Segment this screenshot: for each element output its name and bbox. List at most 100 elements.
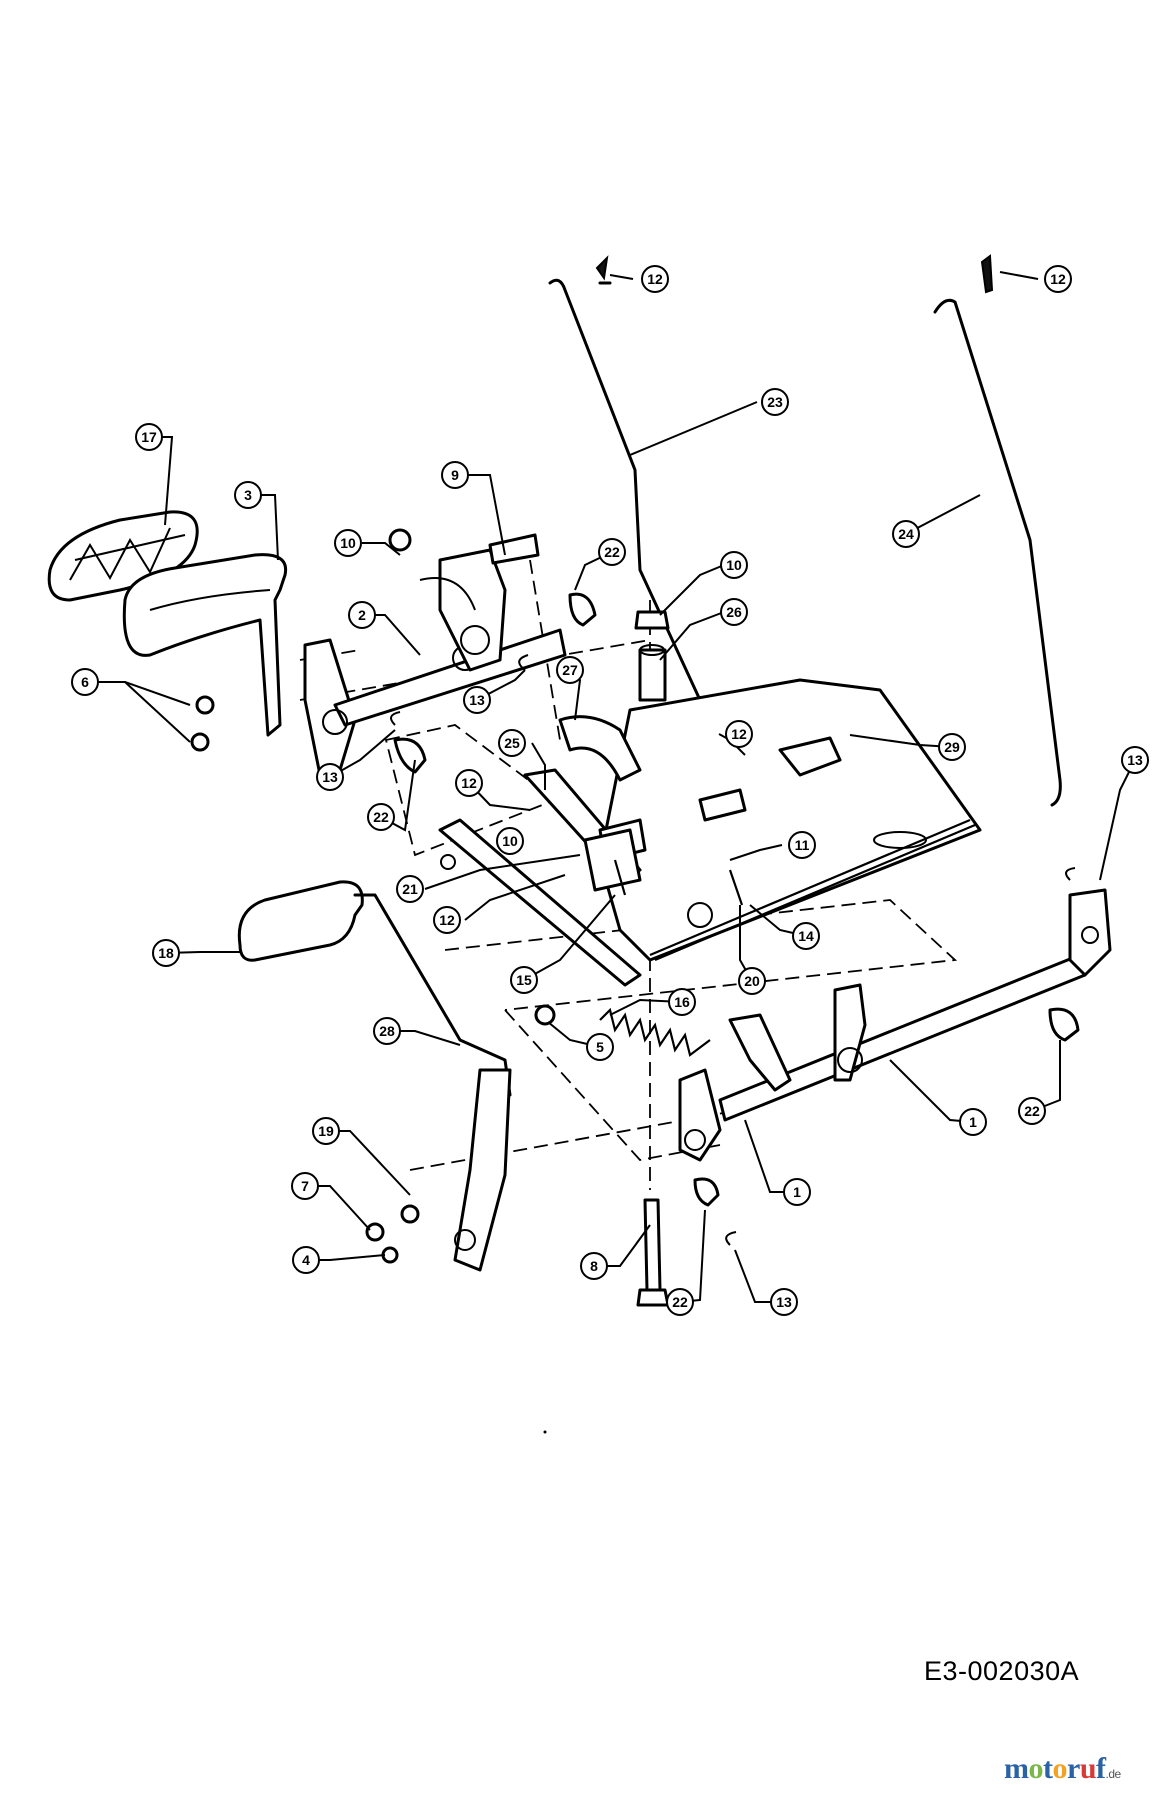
callout-8: 8 xyxy=(580,1252,608,1280)
svg-text:10: 10 xyxy=(502,833,518,849)
callout-13: 13 xyxy=(770,1288,798,1316)
callout-12: 12 xyxy=(725,720,753,748)
callout-9: 9 xyxy=(441,461,469,489)
svg-text:13: 13 xyxy=(322,769,338,785)
callout-16: 16 xyxy=(668,988,696,1016)
callout-22: 22 xyxy=(666,1288,694,1316)
svg-text:24: 24 xyxy=(898,526,914,542)
svg-text:29: 29 xyxy=(944,739,960,755)
svg-text:12: 12 xyxy=(731,726,747,742)
callout-10: 10 xyxy=(720,551,748,579)
logo-suffix: .de xyxy=(1105,1767,1122,1781)
part-8-pin xyxy=(636,1198,670,1307)
callout-21: 21 xyxy=(396,875,424,903)
part-21-15-linkage xyxy=(438,818,744,987)
logo-letter: r xyxy=(1067,1752,1080,1785)
callout-24: 24 xyxy=(892,520,920,548)
callout-17: 17 xyxy=(135,423,163,451)
callout-20: 20 xyxy=(738,967,766,995)
svg-text:4: 4 xyxy=(302,1252,310,1268)
svg-text:15: 15 xyxy=(516,972,532,988)
svg-text:7: 7 xyxy=(301,1178,309,1194)
svg-text:11: 11 xyxy=(795,837,810,853)
part-16-spring xyxy=(599,1007,711,1057)
callout-26: 26 xyxy=(720,598,748,626)
logo-letter: o xyxy=(1028,1752,1044,1785)
callout-14: 14 xyxy=(792,922,820,950)
stray-dot xyxy=(543,1430,547,1434)
callout-18: 18 xyxy=(152,939,180,967)
svg-text:13: 13 xyxy=(776,1294,792,1310)
part-2-shaft xyxy=(303,628,567,777)
callout-11: 11 xyxy=(788,831,816,859)
callout-25: 25 xyxy=(498,729,526,757)
svg-text:10: 10 xyxy=(726,557,742,573)
callout-1: 1 xyxy=(959,1108,987,1136)
callout-13: 13 xyxy=(1121,746,1149,774)
svg-text:12: 12 xyxy=(439,912,455,928)
part-29-mounting-plate xyxy=(598,678,982,962)
svg-text:12: 12 xyxy=(1050,271,1066,287)
callout-23: 23 xyxy=(761,388,789,416)
part-26-spacer xyxy=(634,610,670,702)
svg-text:3: 3 xyxy=(244,487,252,503)
svg-text:23: 23 xyxy=(767,394,783,410)
callout-10: 10 xyxy=(334,529,362,557)
logo-letter: f xyxy=(1096,1752,1106,1785)
callout-13: 13 xyxy=(463,686,491,714)
callout-10: 10 xyxy=(496,827,524,855)
svg-text:18: 18 xyxy=(158,945,174,961)
logo-letter: u xyxy=(1079,1752,1097,1785)
svg-text:17: 17 xyxy=(141,429,157,445)
watermark-logo: motoruf.de xyxy=(1004,1752,1121,1786)
svg-text:14: 14 xyxy=(798,928,814,944)
svg-text:9: 9 xyxy=(451,467,459,483)
svg-text:16: 16 xyxy=(674,994,690,1010)
drawing-code: E3-002030A xyxy=(924,1656,1080,1686)
callout-29: 29 xyxy=(938,733,966,761)
callout-27: 27 xyxy=(556,656,584,684)
callout-12: 12 xyxy=(1044,265,1072,293)
callout-3: 3 xyxy=(234,481,262,509)
svg-text:25: 25 xyxy=(504,735,520,751)
svg-text:21: 21 xyxy=(402,881,418,897)
svg-text:5: 5 xyxy=(596,1039,604,1055)
svg-text:20: 20 xyxy=(744,973,760,989)
svg-text:28: 28 xyxy=(379,1023,395,1039)
part-17-pedal-pad xyxy=(47,510,199,602)
part-28-lever-arm xyxy=(453,1068,512,1272)
svg-text:1: 1 xyxy=(793,1184,801,1200)
callout-4: 4 xyxy=(292,1246,320,1274)
svg-text:22: 22 xyxy=(1024,1103,1040,1119)
callout-6: 6 xyxy=(71,668,99,696)
svg-text:2: 2 xyxy=(358,607,366,623)
part-3-pedal-arm xyxy=(122,553,288,737)
svg-text:22: 22 xyxy=(672,1294,688,1310)
callout-12: 12 xyxy=(433,906,461,934)
svg-text:13: 13 xyxy=(1127,752,1143,768)
part-18-hand-lever xyxy=(237,880,512,1097)
svg-text:12: 12 xyxy=(461,775,477,791)
callout-22: 22 xyxy=(367,803,395,831)
svg-text:13: 13 xyxy=(469,692,485,708)
callout-12: 12 xyxy=(641,265,669,293)
callout-1: 1 xyxy=(783,1178,811,1206)
svg-text:6: 6 xyxy=(81,674,89,690)
svg-text:10: 10 xyxy=(340,535,356,551)
logo-letter: o xyxy=(1052,1752,1068,1785)
callout-19: 19 xyxy=(312,1117,340,1145)
part-24-control-rod xyxy=(933,254,1062,807)
callout-13: 13 xyxy=(316,763,344,791)
callout-2: 2 xyxy=(348,601,376,629)
part-1-cross-shaft xyxy=(678,888,1112,1162)
callout-5: 5 xyxy=(586,1033,614,1061)
logo-letter: m xyxy=(1004,1752,1029,1785)
callout-28: 28 xyxy=(373,1017,401,1045)
callout-12: 12 xyxy=(455,769,483,797)
svg-text:27: 27 xyxy=(562,662,578,678)
callout-22: 22 xyxy=(598,538,626,566)
part-9-bracket xyxy=(419,533,540,672)
svg-text:8: 8 xyxy=(590,1258,598,1274)
svg-text:26: 26 xyxy=(726,604,742,620)
